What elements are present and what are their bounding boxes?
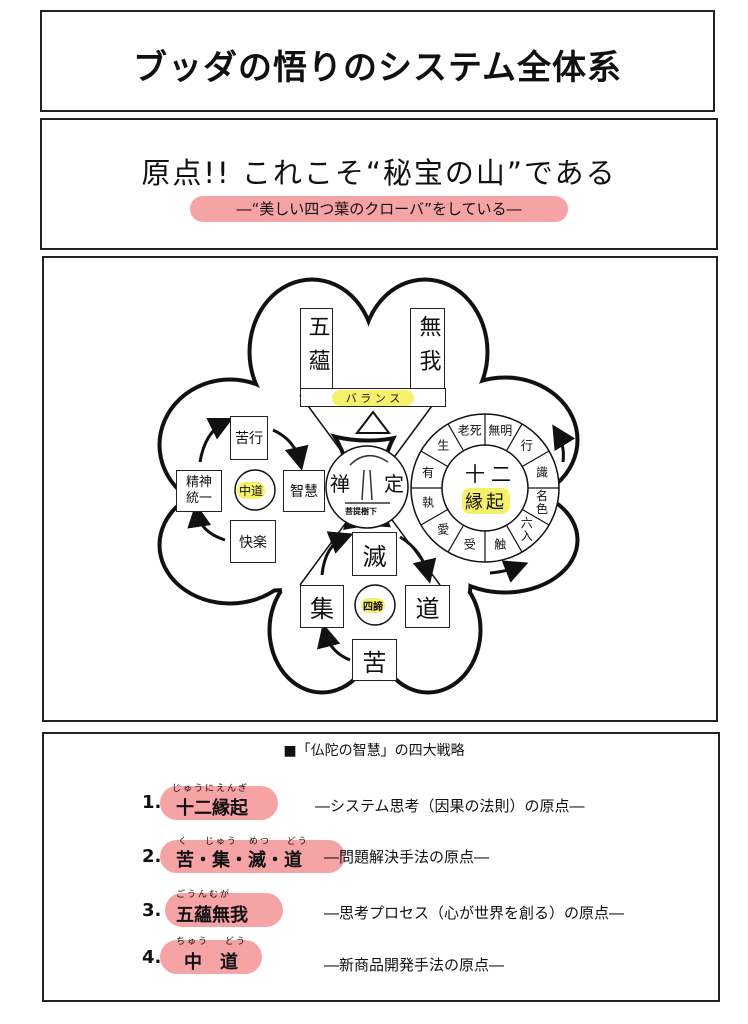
origin-box: 集 (300, 585, 344, 628)
item-number: 4. (142, 947, 162, 968)
asceticism-label: 苦行 (235, 431, 263, 447)
headline: 原点!! これこそ“秘宝の山”である (141, 156, 617, 190)
header-box: 原点!! これこそ“秘宝の山”である ―“美しい四つ葉のクローバ”をしている― (40, 118, 718, 250)
page-title: ブッダの悟りのシステム全体系 (133, 48, 622, 88)
fulcrum-triangle (354, 410, 392, 434)
concentration-label: 精神統一 (185, 475, 212, 506)
item-ruby: ごうんむが (176, 890, 232, 900)
concentration-box: 精神統一 (176, 470, 222, 512)
wheel-segment-label: 有 (421, 465, 435, 480)
path-label: 道 (415, 595, 440, 623)
dependent-origination-label: 縁起 (462, 488, 510, 514)
asceticism-box: 苦行 (230, 416, 268, 460)
wheel-segment-label: 執 (421, 495, 435, 510)
cessation-box: 滅 (352, 532, 397, 576)
five-aggregates-box: 五蘊 (300, 308, 333, 390)
path-box: 道 (405, 585, 450, 628)
strategies-box (42, 732, 720, 1002)
strategies-heading: ■「仏陀の智慧」の四大戦略 (283, 743, 465, 759)
origin-label: 集 (310, 595, 334, 623)
wheel-segment-label: 六入 (520, 515, 533, 543)
bodhi-tree-circle (325, 445, 409, 529)
wisdom-label: 智慧 (290, 484, 318, 500)
wheel-segment-label: 名色 (535, 489, 548, 517)
title-box: ブッダの悟りのシステム全体系 (40, 10, 715, 112)
cycle-arrows (187, 417, 576, 662)
four-truths-label: 四諦 (361, 598, 385, 613)
item-description: ―システム思考（因果の法則）の原点― (315, 797, 585, 815)
pleasure-label: 快楽 (239, 534, 267, 551)
item-ruby: く じゅう めつ どう (178, 837, 309, 847)
item-term: 中 道 (184, 952, 238, 973)
wisdom-box: 智慧 (283, 470, 325, 512)
wheel-segment-label: 生 (437, 438, 450, 453)
bodhi-tree-caption: 菩提樹下 (345, 507, 377, 516)
zen-label: 禅 (330, 472, 350, 496)
item-description: ―新商品開発手法の原点― (324, 956, 505, 974)
wheel-segment-label: 老死 (457, 423, 482, 438)
middle-way-label: 中道 (237, 482, 266, 499)
suffering-box: 苦 (352, 639, 397, 681)
balance-label: バ ラ ン ス (331, 389, 415, 406)
bodhi-tree-icon (345, 455, 390, 504)
wheel-segment-label: 愛 (437, 522, 450, 537)
wheel-segment-label: 受 (463, 537, 476, 552)
subtitle-highlight: ―“美しい四つ葉のクローバ”をしている― (190, 196, 568, 222)
wheel-segment-label: 触 (494, 537, 507, 552)
item-term: 十二縁起 (176, 798, 248, 819)
suffering-label: 苦 (362, 648, 387, 677)
wheel-segment-label: 無明 (488, 423, 513, 438)
cessation-label: 滅 (362, 542, 387, 571)
item-term: 苦・集・滅・道 (176, 850, 302, 871)
five-aggregates-label: 五蘊 (304, 315, 330, 383)
wheel-segment-label: 識 (535, 465, 548, 480)
samadhi-label: 定 (384, 472, 404, 496)
item-number: 1. (142, 792, 162, 813)
non-self-label: 無我 (415, 315, 441, 383)
item-ruby: ちゅう どう (176, 937, 247, 947)
item-number: 3. (142, 900, 162, 921)
pleasure-box: 快楽 (230, 520, 276, 563)
item-number: 2. (142, 846, 162, 867)
item-description: ―問題解決手法の原点― (324, 848, 490, 866)
wheel-segment-label: 行 (520, 438, 533, 453)
item-term: 五蘊無我 (176, 905, 248, 926)
item-ruby: じゅうにえんぎ (172, 784, 250, 794)
balance-bar: バ ラ ン ス (300, 388, 446, 407)
non-self-box: 無我 (410, 308, 445, 390)
item-description: ―思考プロセス（心が世界を創る）の原点― (324, 904, 625, 922)
twelve-label: 十二 (465, 462, 517, 486)
